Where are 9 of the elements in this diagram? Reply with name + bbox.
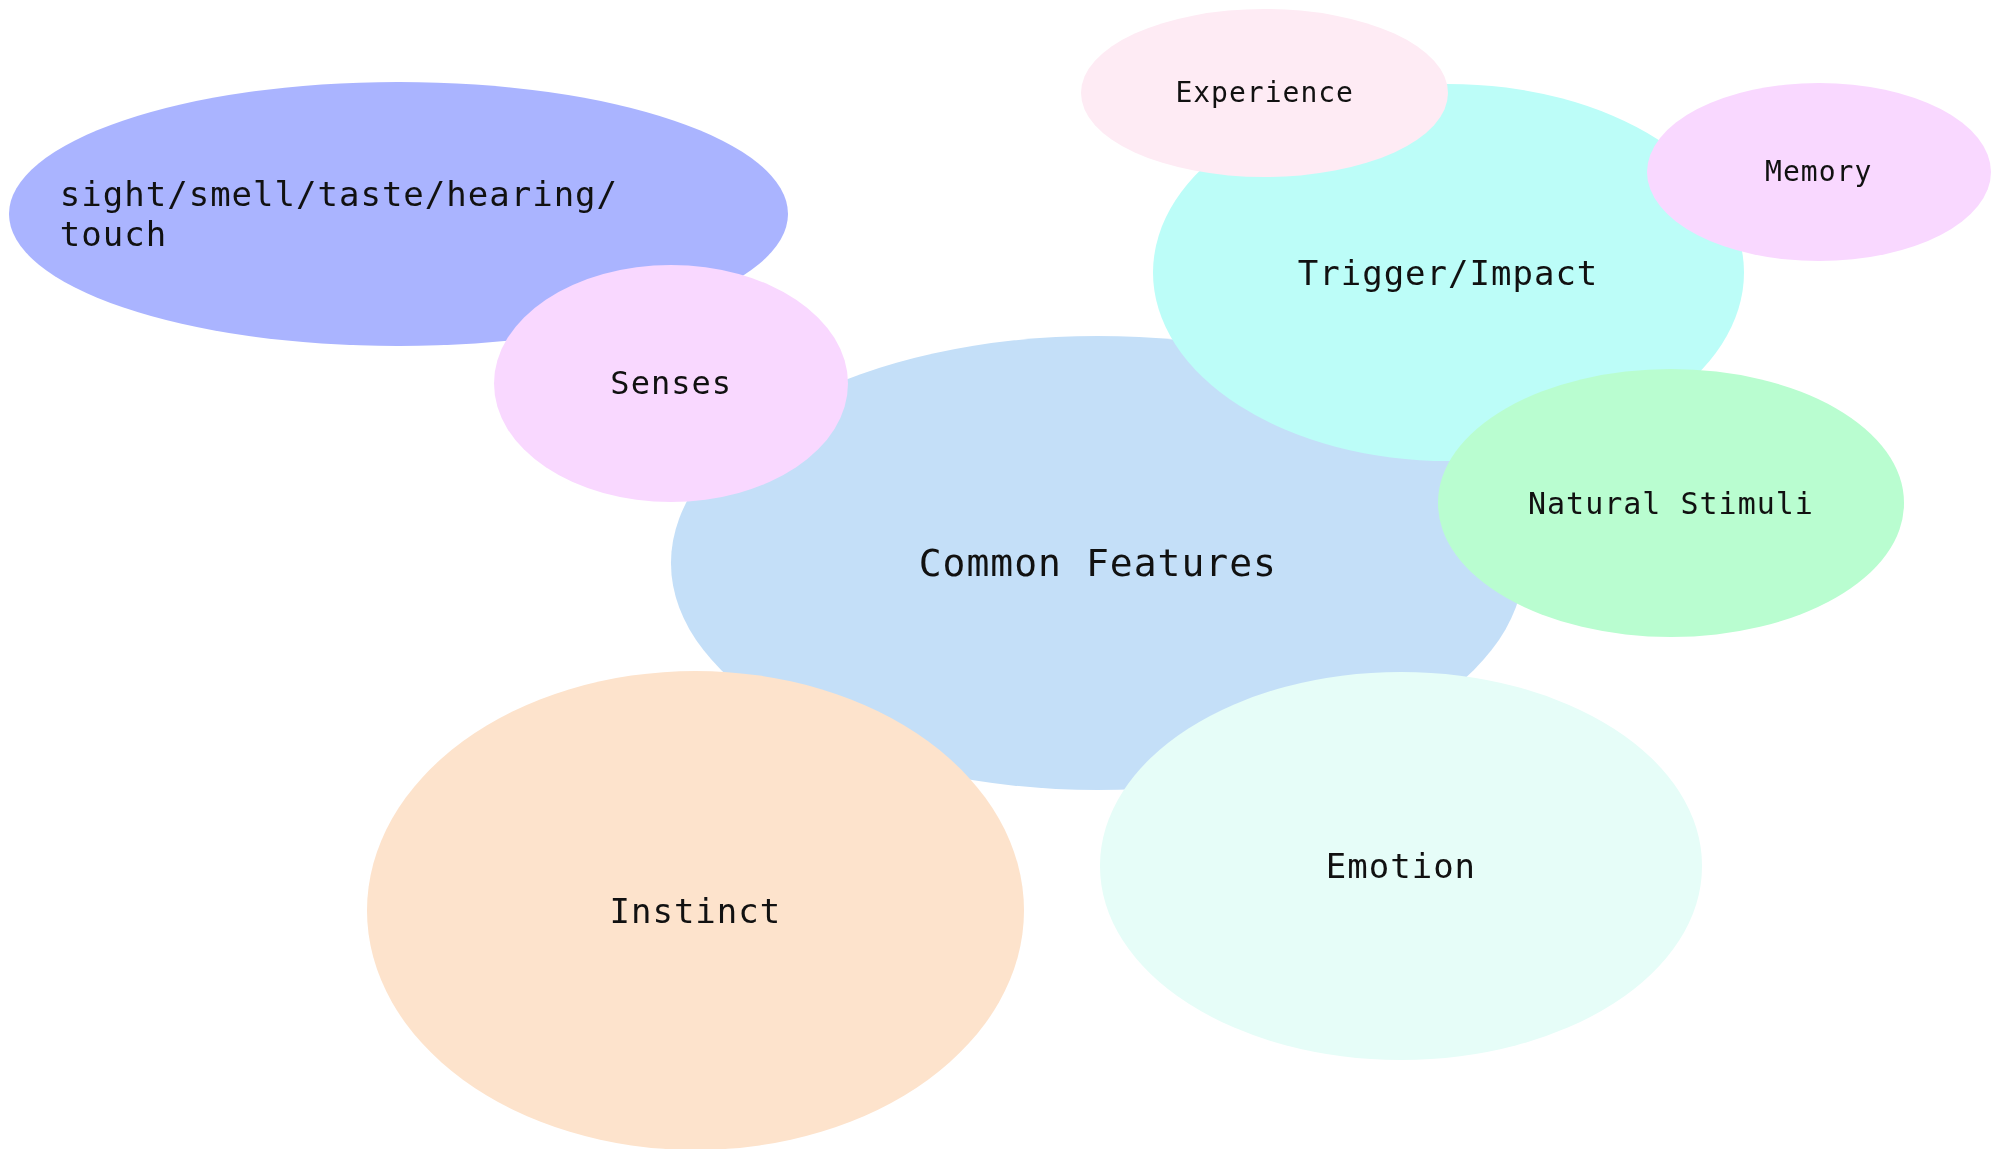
bubble-label: Natural Stimuli xyxy=(1528,485,1814,521)
bubble-label: Experience xyxy=(1175,76,1354,110)
bubble-label: Common Features xyxy=(918,540,1277,585)
bubble-label: Trigger/Impact xyxy=(1297,252,1599,293)
bubble-label: Senses xyxy=(610,364,732,403)
bubble-label: Memory xyxy=(1765,155,1873,189)
bubble-label: Emotion xyxy=(1325,846,1477,887)
bubble-label: sight/smell/taste/hearing/ touch xyxy=(59,173,620,254)
bubble-label: Instinct xyxy=(609,890,782,931)
